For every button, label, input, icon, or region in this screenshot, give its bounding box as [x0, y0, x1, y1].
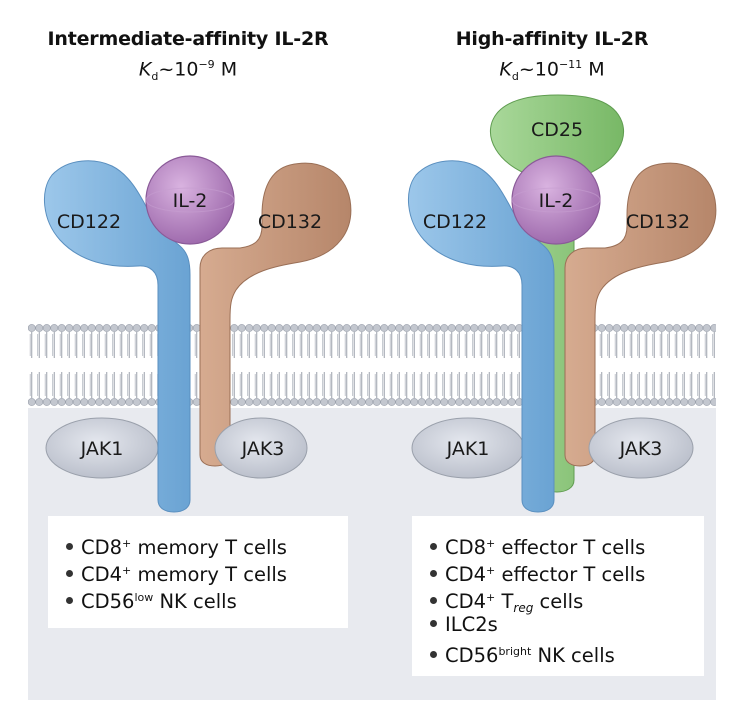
right-jak3-label: JAK3	[619, 438, 663, 460]
right-jak3-icon	[588, 417, 694, 479]
right-il2-label: IL-2	[539, 190, 574, 212]
left-panel-title: Intermediate-affinity IL-2R	[47, 28, 329, 50]
left-cd132-label: CD132	[258, 211, 322, 233]
right-cd25-chain	[490, 94, 624, 493]
left-jak3-label: JAK3	[241, 438, 285, 460]
right-receptor: CD25 CD122 IL-2 CD132 JAK1 JAK3	[407, 94, 717, 513]
left-jak3-icon	[214, 417, 308, 479]
right-cd122-chain	[407, 160, 555, 513]
bullet-icon	[66, 570, 73, 577]
right-jak1-label: JAK1	[446, 438, 490, 460]
bullet-icon	[66, 543, 73, 550]
lipid-bilayer	[28, 322, 716, 408]
bullet-icon	[430, 620, 437, 627]
cell-type-item: CD4+ effector T cells	[430, 557, 704, 586]
bullet-icon	[430, 651, 437, 658]
bullet-icon	[430, 543, 437, 550]
cell-type-item: CD4+ Treg cells	[430, 584, 704, 615]
right-kd-value: Kd~10−11 M	[499, 58, 605, 84]
cell-type-item: CD8+ effector T cells	[430, 530, 704, 559]
right-cd132-label: CD132	[626, 211, 690, 233]
cell-type-item: ILC2s	[430, 611, 704, 638]
right-cd122-label: CD122	[423, 211, 487, 233]
bullet-icon	[430, 570, 437, 577]
right-panel-title: High-affinity IL-2R	[455, 28, 649, 50]
cell-type-item: CD56low NK cells	[66, 584, 348, 613]
left-kd-value: Kd~10−9 M	[138, 58, 238, 84]
left-receptor: CD122 IL-2 CD132 JAK1 JAK3	[43, 155, 352, 513]
bullet-icon	[66, 597, 73, 604]
left-il2-label: IL-2	[173, 190, 208, 212]
cell-type-item: CD8+ memory T cells	[66, 530, 348, 559]
right-cd25-label: CD25	[531, 119, 583, 141]
left-jak1-label: JAK1	[80, 438, 124, 460]
left-cd122-chain	[43, 160, 191, 513]
bullet-icon	[430, 597, 437, 604]
cell-type-item: CD4+ memory T cells	[66, 557, 348, 586]
left-cd122-label: CD122	[57, 211, 121, 233]
cell-type-item: CD56bright NK cells	[430, 638, 704, 667]
